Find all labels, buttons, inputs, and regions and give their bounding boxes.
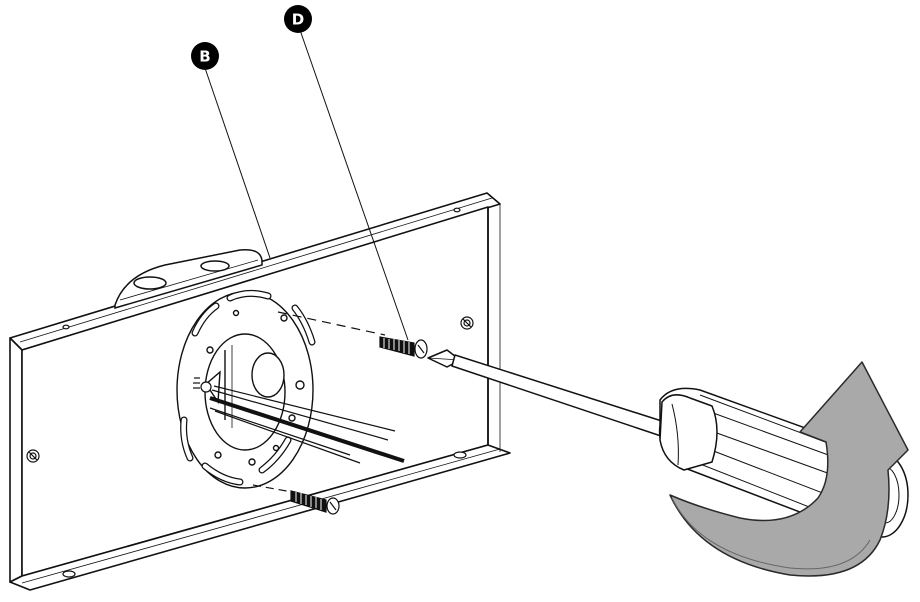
ground-screw-right <box>460 316 474 330</box>
callout-d-leader <box>299 29 409 341</box>
bracket-front-face <box>9 337 23 583</box>
screw-guide-line <box>277 311 386 336</box>
ring-side-screw <box>193 377 212 393</box>
ground-screw-left <box>26 449 40 463</box>
callout-b: B <box>191 42 219 70</box>
mounting-ring <box>176 289 316 489</box>
top-mounting-screw <box>379 336 428 359</box>
callout-b-label: B <box>199 48 210 66</box>
rotation-arrow <box>669 361 909 577</box>
screwdriver <box>427 349 909 538</box>
rotation-arrow-body <box>669 361 909 577</box>
supply-wires <box>209 385 405 464</box>
callout-b-leader <box>204 67 271 259</box>
callout-d: D <box>284 5 312 33</box>
junction-box <box>114 249 263 310</box>
callout-d-label: D <box>292 11 304 29</box>
bottom-mounting-screw <box>290 490 340 515</box>
flange-holes <box>62 207 467 578</box>
bottom-screw-guide <box>252 484 293 493</box>
screwdriver-collar <box>659 394 718 471</box>
